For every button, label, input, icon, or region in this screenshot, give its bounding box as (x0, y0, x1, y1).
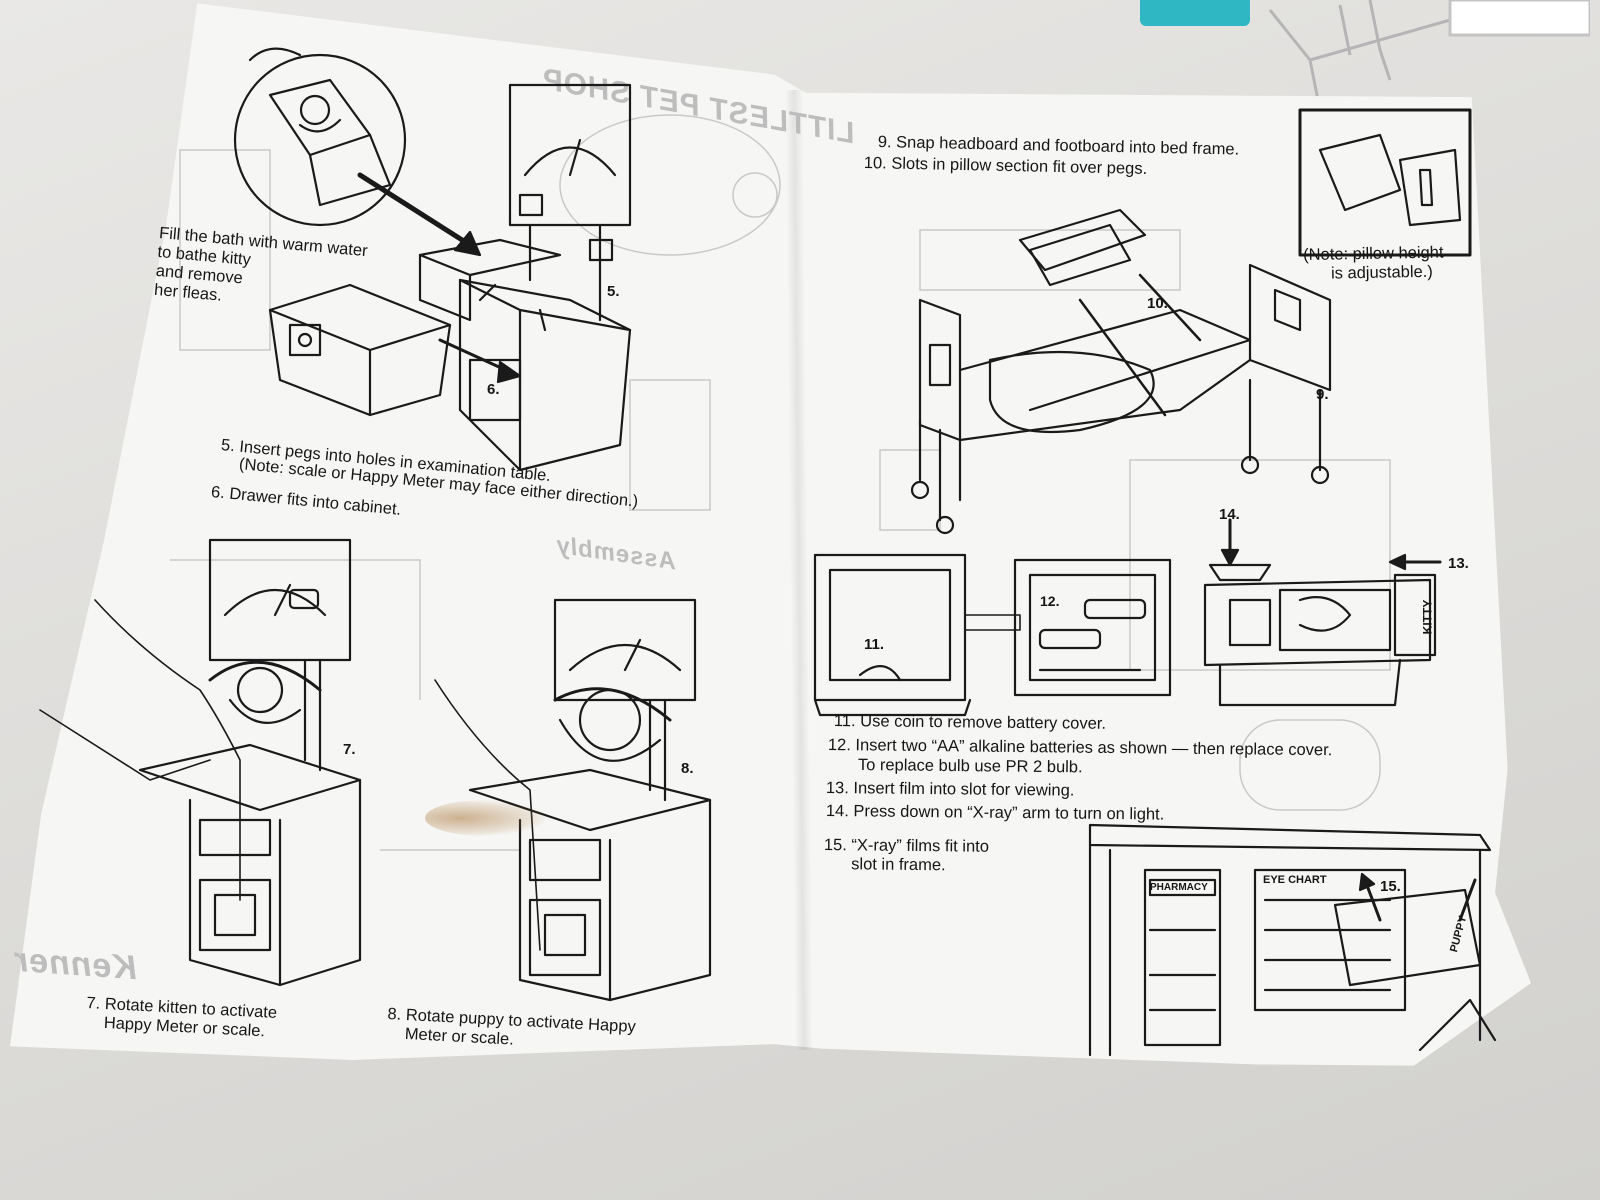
step-6-marker: 6. (487, 381, 500, 398)
step-5-marker: 5. (607, 283, 620, 300)
step-9-marker: 9. (1316, 386, 1329, 403)
stain-mark (425, 800, 545, 836)
step-11-marker: 11. (864, 636, 885, 653)
step-14-marker: 14. (1219, 506, 1240, 523)
kitten-meter-illustration (39, 538, 362, 987)
instruction-15: 15. “X-ray” films fit into slot in frame… (823, 836, 990, 875)
bath-detail-illustration (233, 47, 407, 227)
instruction-12-line-2: To replace bulb use PR 2 bulb. (857, 756, 1083, 777)
step-10-marker: 10. (1147, 295, 1168, 312)
step-12-marker: 12. (1040, 593, 1060, 609)
exam-table-assembly-illustration (418, 83, 632, 472)
pillow-height-note: (Note: pillow height is adjustable.) (1303, 243, 1444, 283)
bath-tub-illustration (268, 283, 452, 417)
step-13-marker: 13. (1448, 555, 1469, 572)
bath-pointer-arrow (357, 172, 473, 248)
instruction-13: 13. Insert film into slot for viewing. (825, 779, 1075, 800)
xray-viewer-illustration (1203, 563, 1437, 707)
teal-toy-piece (1140, 0, 1250, 26)
xray-film-kitty-label: KITTY (1420, 599, 1435, 635)
step-8-marker: 8. (681, 760, 694, 777)
battery-cabinet-illustration (813, 553, 1172, 717)
white-toy-bed-frame (1268, 0, 1590, 110)
eye-chart-sign-text: EYE CHART (1263, 874, 1327, 886)
pharmacy-sign-text: PHARMACY (1150, 882, 1208, 893)
pharmacy-wall-illustration (1088, 823, 1497, 1057)
instruction-11: 11. Use coin to remove battery cover. (833, 712, 1107, 733)
step-7-marker: 7. (343, 741, 356, 758)
puppy-meter-illustration (434, 598, 712, 1002)
step-15-marker: 15. (1380, 878, 1401, 895)
hospital-bed-illustration (910, 208, 1332, 535)
pillow-detail-illustration (1298, 108, 1472, 257)
instruction-14: 14. Press down on “X-ray” arm to turn on… (825, 802, 1165, 824)
drawer-arrow (438, 338, 512, 374)
